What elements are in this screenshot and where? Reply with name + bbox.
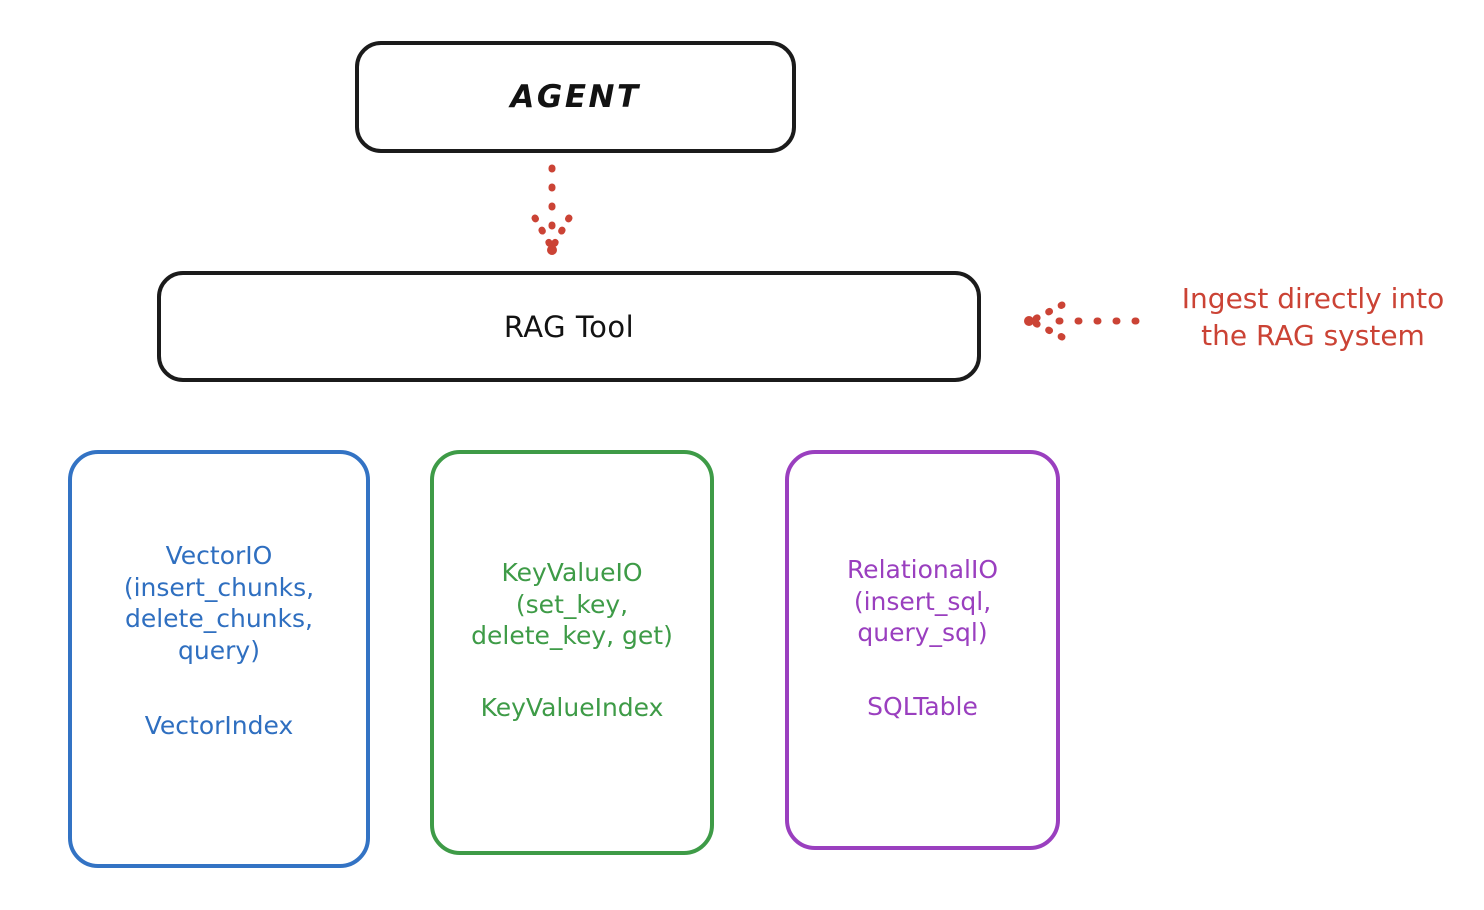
- ingest-to-rag-tool-arrow-icon: [1024, 301, 1140, 341]
- agent-to-rag-tool-arrow-icon: [531, 164, 573, 255]
- rag-tool-node-label: RAG Tool: [503, 309, 635, 344]
- relational-io-index-label: SQLTable: [867, 691, 978, 721]
- rag-tool-node[interactable]: RAG Tool: [157, 271, 981, 382]
- vector-io-node[interactable]: VectorIO (insert_chunks, delete_chunks, …: [68, 450, 370, 868]
- agent-node[interactable]: AGENT: [355, 41, 796, 153]
- key-value-io-api-label: KeyValueIO (set_key, delete_key, get): [471, 558, 673, 650]
- vector-io-api-label: VectorIO (insert_chunks, delete_chunks, …: [123, 541, 315, 665]
- relational-io-api-label: RelationalIO (insert_sql, query_sql): [846, 555, 999, 647]
- key-value-io-node[interactable]: KeyValueIO (set_key, delete_key, get) Ke…: [430, 450, 714, 855]
- vector-io-index-label: VectorIndex: [144, 711, 294, 740]
- key-value-io-index-label: KeyValueIndex: [480, 692, 664, 722]
- ingest-annotation-text: Ingest directly into the RAG system: [1181, 282, 1445, 353]
- agent-node-label: AGENT: [510, 79, 641, 115]
- relational-io-node[interactable]: RelationalIO (insert_sql, query_sql) SQL…: [785, 450, 1060, 850]
